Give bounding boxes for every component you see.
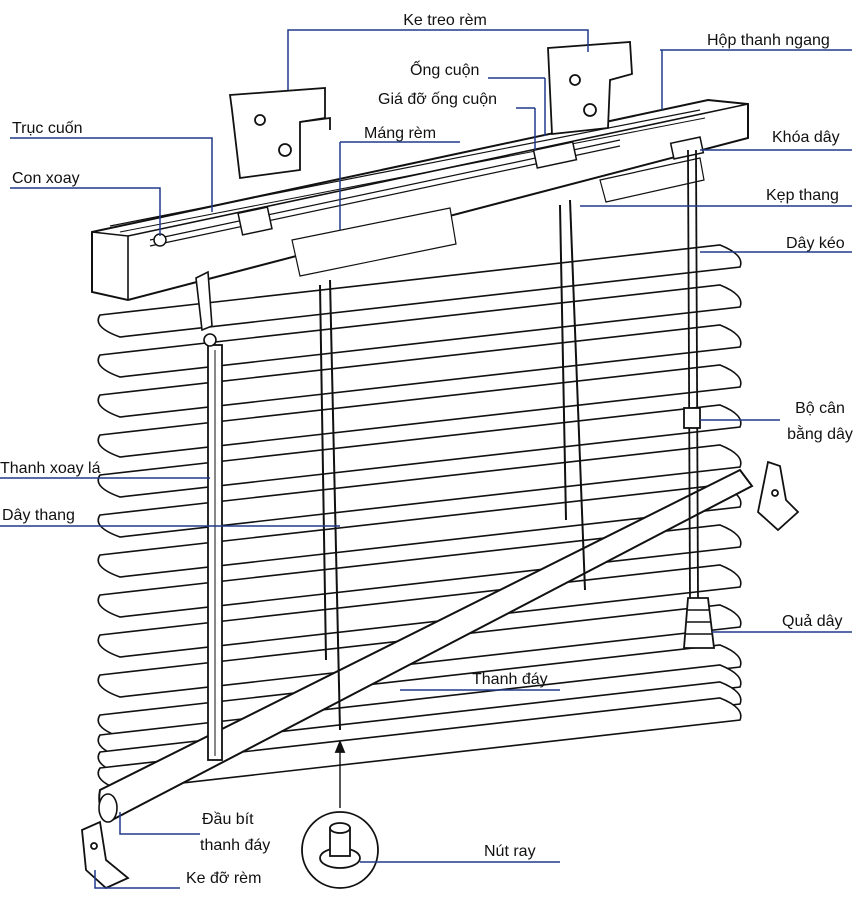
side-bracket-right <box>757 460 800 532</box>
lift-cord <box>683 149 716 649</box>
label-gia-do-ong-cuon: Giá đỡ ống cuộn <box>378 91 498 108</box>
tilt-wand <box>195 270 223 761</box>
label-ke-do-rem: Ke đỡ rèm <box>186 870 262 887</box>
label-con-xoay: Con xoay <box>12 170 80 187</box>
headrail <box>91 98 749 302</box>
label-thanh-day: Thanh đáy <box>472 671 548 688</box>
mounting-bracket-right <box>547 41 633 135</box>
label-dau-bit-2: thanh đáy <box>200 837 271 854</box>
label-truc-cuon: Trục cuốn <box>12 120 83 137</box>
mounting-bracket-left <box>228 87 331 180</box>
label-day-thang: Dây thang <box>2 507 75 524</box>
ladder-cords <box>319 199 586 731</box>
roller-nut-detail <box>301 739 379 889</box>
label-day-keo: Dây kéo <box>786 235 845 252</box>
label-hop-thanh-ngang: Hộp thanh ngang <box>707 32 830 49</box>
label-nut-ray: Nút ray <box>484 843 536 860</box>
label-bo-can-bang-day-1: Bộ cân <box>795 400 845 417</box>
label-dau-bit-1: Đầu bít <box>202 811 254 828</box>
leader-lines <box>0 29 852 889</box>
label-thanh-xoay-la: Thanh xoay lá <box>0 460 101 477</box>
label-mang-rem: Máng rèm <box>364 125 437 142</box>
label-ke-treo-rem: Ke treo rèm <box>403 12 487 29</box>
label-bo-can-bang-day-2: bằng dây <box>787 426 853 443</box>
label-ong-cuon: Ống cuộn <box>410 62 480 79</box>
side-bracket-left <box>81 820 130 890</box>
label-khoa-day: Khóa dây <box>772 129 840 146</box>
label-qua-day: Quả dây <box>782 613 843 630</box>
label-kep-thang: Kẹp thang <box>766 187 839 204</box>
bottom-rail <box>98 468 754 823</box>
